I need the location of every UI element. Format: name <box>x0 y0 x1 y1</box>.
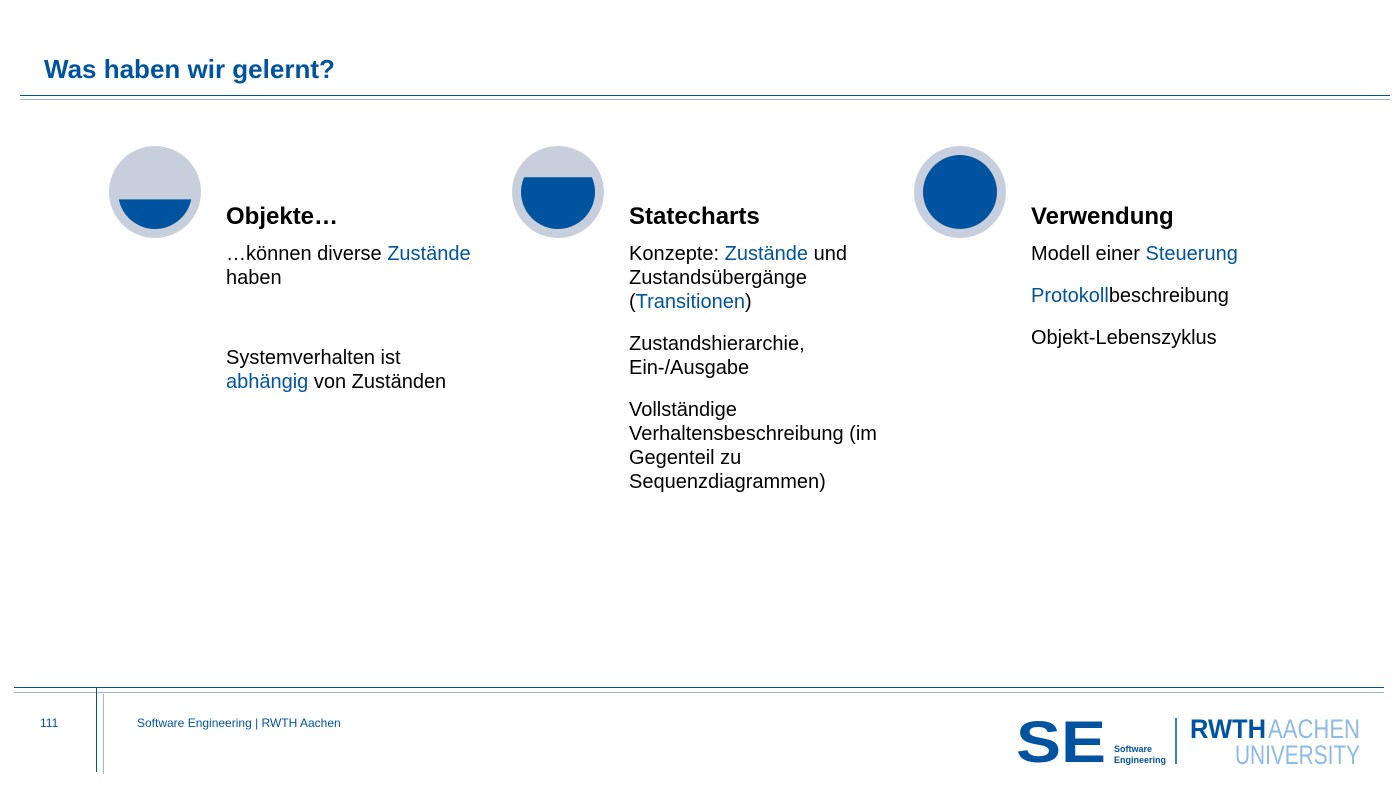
rwth-logo: RWTH AACHEN UNIVERSITY <box>1190 714 1360 770</box>
title-underline-thin <box>20 99 1390 100</box>
logos: SE Software Engineering RWTH AACHEN UNIV… <box>1016 712 1360 770</box>
aachen-word: AACHEN <box>1268 714 1360 744</box>
se-letters: SE <box>1016 712 1106 770</box>
highlight-term: Transitionen <box>635 291 745 313</box>
text-run: haben <box>226 267 282 289</box>
se-logo: SE Software Engineering <box>1016 712 1166 770</box>
body-paragraph: …können diverse Zustände haben <box>226 242 486 290</box>
text-run: …können diverse <box>226 243 388 265</box>
text-run: Konzepte: <box>629 243 725 265</box>
progress-fill <box>923 155 997 229</box>
page-number: 111 <box>40 716 59 730</box>
highlight-term: Zustände <box>387 243 471 265</box>
text-run: Systemverhalten ist <box>226 347 401 369</box>
body-paragraph: Zustandshierarchie, Ein-/Ausgabe <box>629 332 889 380</box>
body-paragraph: Protokollbeschreibung <box>1031 284 1311 308</box>
body-paragraph: Konzepte: Zustände und Zustandsübergänge… <box>629 242 889 314</box>
progress-circle <box>914 146 1006 238</box>
slide-title: Was haben wir gelernt? <box>44 54 335 84</box>
text-run: Zustandshierarchie, Ein-/Ausgabe <box>629 333 805 379</box>
university-word: UNIVERSITY <box>1235 740 1360 770</box>
body-paragraph: Systemverhalten ist abhängig von Zuständ… <box>226 346 486 394</box>
text-run: Objekt-Lebenszyklus <box>1031 327 1217 349</box>
footer-text: Software Engineering | RWTH Aachen <box>137 716 341 730</box>
text-run: von Zuständen <box>308 371 447 393</box>
highlight-term: Steuerung <box>1145 243 1238 265</box>
column-heading: Verwendung <box>1031 203 1174 230</box>
se-caption-line2: Engineering <box>1114 755 1166 765</box>
footer-rule-thin <box>14 692 1384 693</box>
progress-fill <box>118 199 192 230</box>
progress-fill <box>521 177 595 229</box>
text-run: Modell einer <box>1031 243 1146 265</box>
highlight-term: Zustände <box>724 243 809 265</box>
footer-divider <box>96 688 97 772</box>
body-paragraph: Modell einer Steuerung <box>1031 242 1311 266</box>
text-run: ) <box>745 291 752 313</box>
se-caption-line1: Software <box>1114 744 1152 754</box>
progress-circle <box>109 146 201 238</box>
title-underline <box>20 95 1390 96</box>
rwth-word: RWTH <box>1190 714 1266 744</box>
text-run: und Zustandsübergänge ( <box>629 243 847 313</box>
highlight-term: abhängig <box>226 371 309 393</box>
column-body: Konzepte: Zustände und Zustandsübergänge… <box>629 242 889 512</box>
body-paragraph: Vollständige Verhaltensbeschreibung (im … <box>629 398 889 494</box>
footer-rule <box>14 687 1384 688</box>
column-heading: Objekte… <box>226 203 339 230</box>
body-paragraph: Objekt-Lebenszyklus <box>1031 326 1311 350</box>
footer-divider-thin <box>103 694 104 774</box>
text-run: Vollständige Verhaltensbeschreibung (im … <box>629 399 877 493</box>
progress-circle <box>512 146 604 238</box>
text-run: beschreibung <box>1108 285 1229 307</box>
highlight-term: Protokoll <box>1031 285 1109 307</box>
column-heading: Statecharts <box>629 203 760 230</box>
